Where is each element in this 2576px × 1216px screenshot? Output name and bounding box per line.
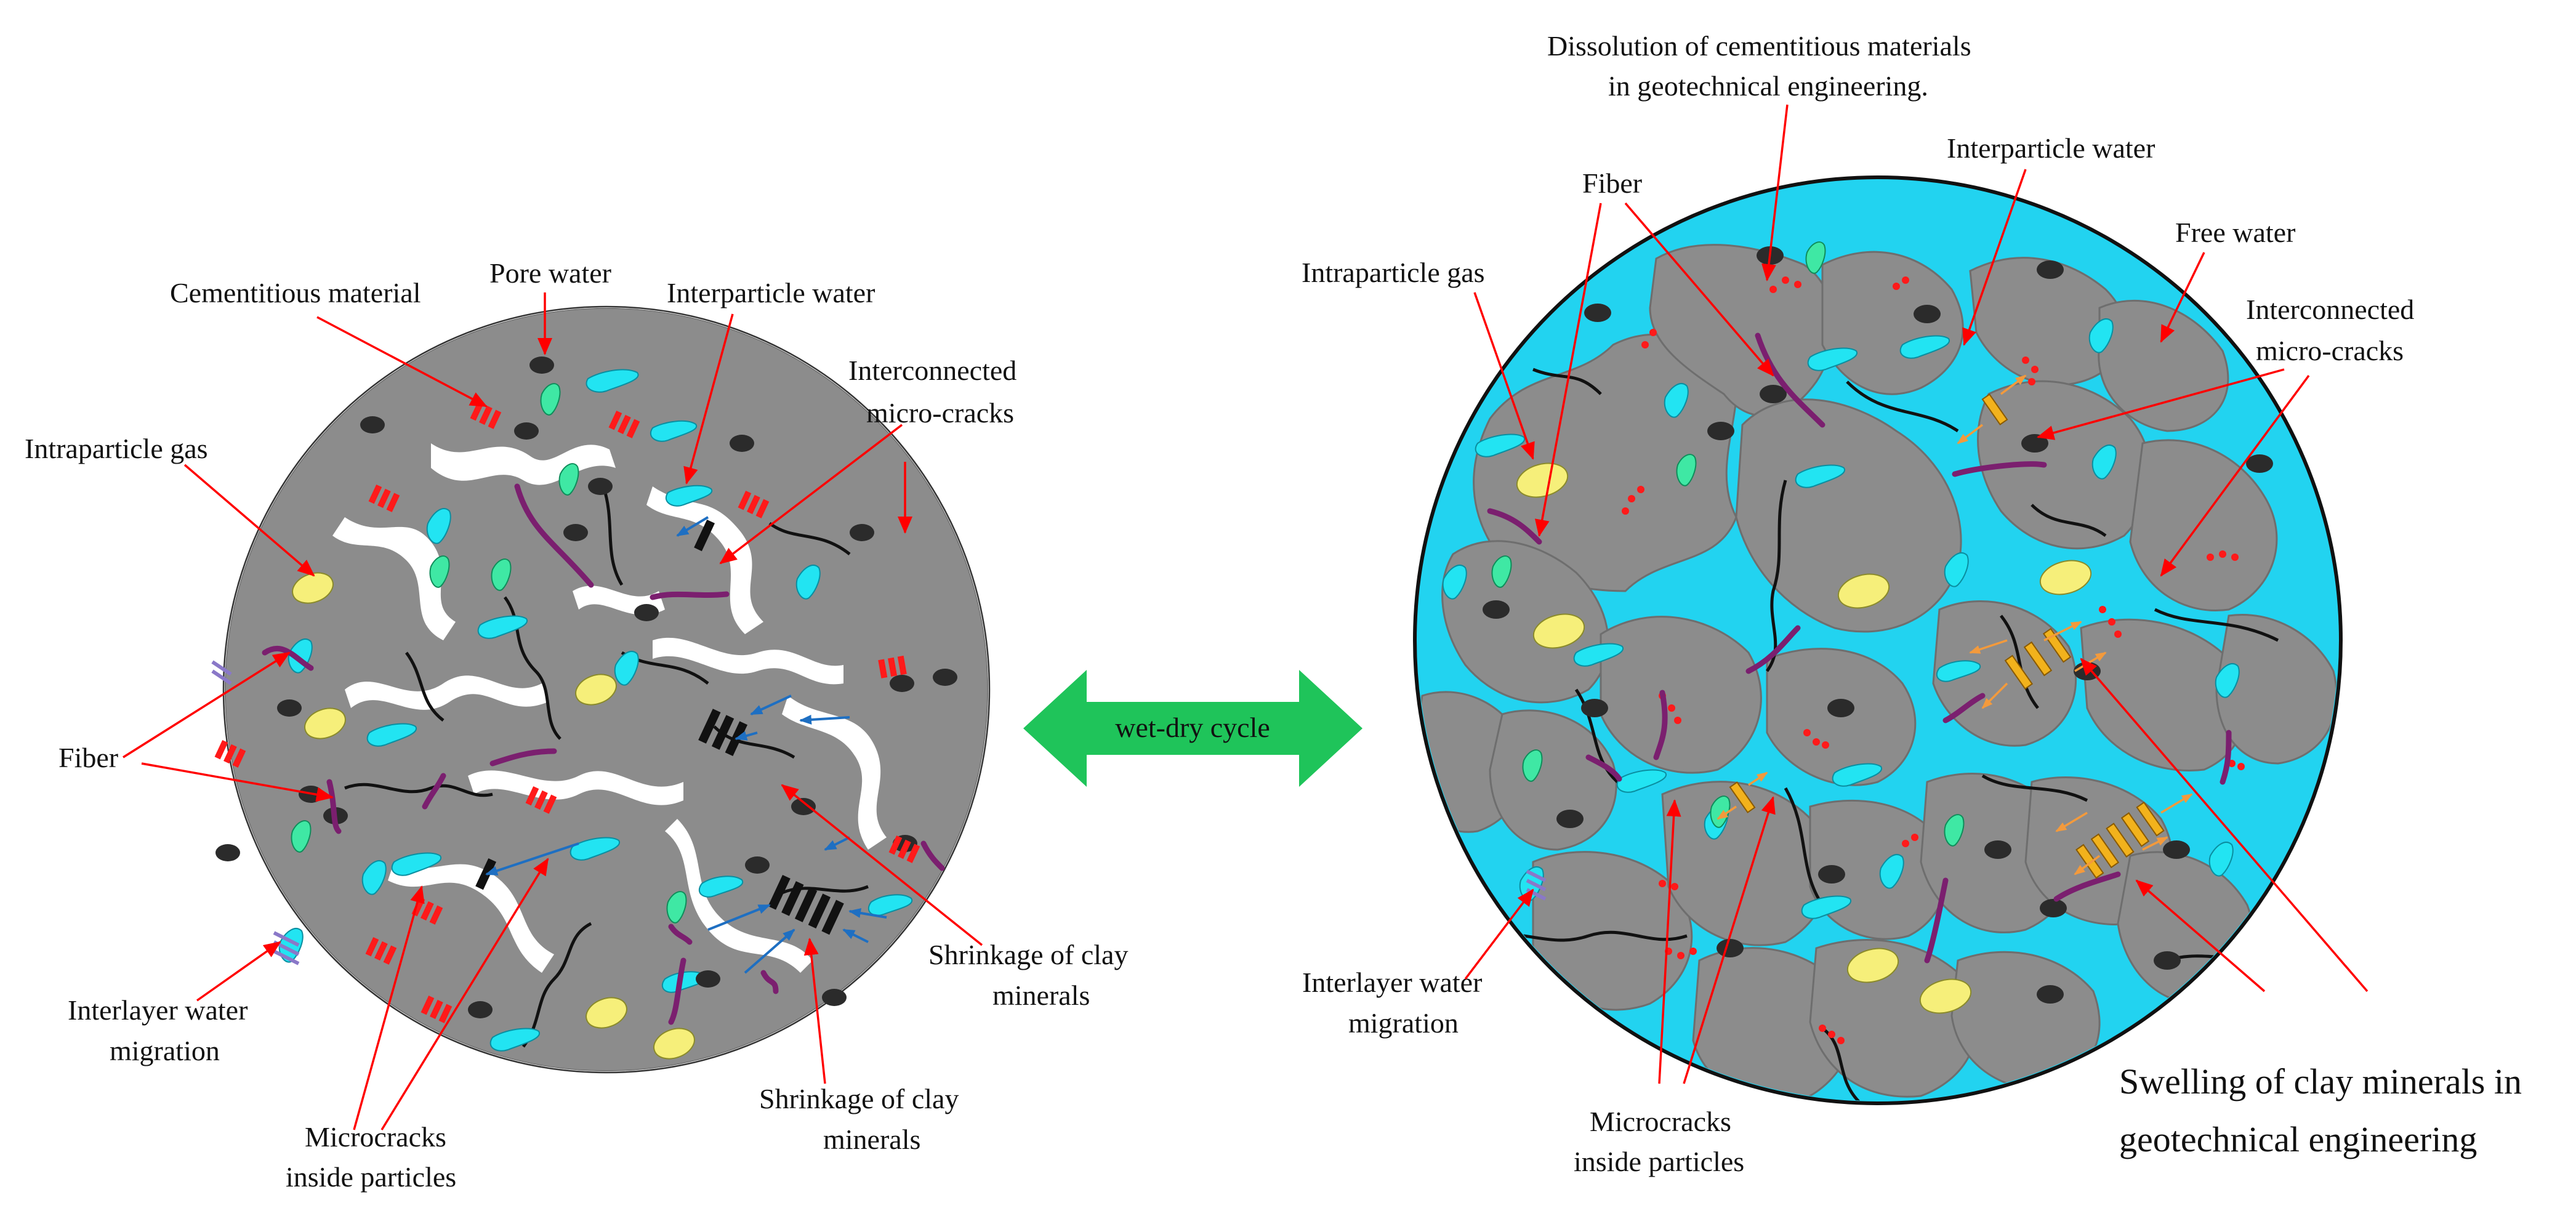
label-shrinkage-b-1: Shrinkage of clay: [759, 1083, 959, 1114]
label-interconnected-1: Interconnected: [848, 355, 1016, 386]
cycle-label: wet-dry cycle: [1115, 712, 1270, 743]
gas-bubble: [586, 997, 627, 1029]
label-interparticle-water-right: Interparticle water: [1947, 132, 2155, 164]
label-interlayer-1: Interlayer water: [68, 994, 248, 1026]
pore-water-blobs: [1491, 241, 1965, 847]
left-dry-sample: [211, 305, 991, 1074]
label-microcracks-2: inside particles: [286, 1161, 456, 1193]
label-fiber-right: Fiber: [1582, 167, 1642, 199]
label-dissolution-1: Dissolution of cementitious materials: [1547, 30, 1971, 62]
label-free-water: Free water: [2175, 217, 2295, 248]
cementitious-bonds: [214, 401, 920, 1023]
right-labels: Dissolution of cementitious materials in…: [1302, 30, 2522, 1177]
wet-dry-cycle-arrow: wet-dry cycle: [1023, 670, 1362, 787]
gas-bubble: [1532, 613, 1585, 649]
label-swelling-2: geotechnical engineering: [2119, 1119, 2477, 1159]
label-shrinkage-b-2: minerals: [823, 1124, 920, 1155]
gas-bubble: [304, 707, 346, 739]
label-interlayer-2: migration: [110, 1035, 220, 1066]
dissolved-cement-dots: [1622, 276, 2245, 1044]
label-microcracks-1: Microcracks: [305, 1121, 446, 1153]
gas-bubble: [1846, 948, 1899, 983]
label-interconnected-right-2: micro-cracks: [2256, 335, 2404, 366]
right-wet-sample: [1413, 175, 2343, 1105]
label-microcracks-right-1: Microcracks: [1590, 1106, 1731, 1137]
water-migration-arrows: [485, 516, 887, 974]
label-swelling-1: Swelling of clay minerals in: [2119, 1061, 2522, 1101]
label-interlayer-right-2: migration: [1348, 1007, 1459, 1039]
label-interparticle-water: Interparticle water: [667, 277, 875, 308]
left-labels: Cementitious material Pore water Interpa…: [25, 257, 1128, 1193]
right-label-arrows: [1464, 104, 2369, 1084]
label-dissolution-2: in geotechnical engineering.: [1608, 70, 1928, 102]
label-shrinkage-a-2: minerals: [992, 980, 1090, 1011]
label-interconnected-2: micro-cracks: [866, 397, 1014, 429]
label-fiber: Fiber: [58, 742, 118, 773]
gas-bubble: [653, 1028, 695, 1060]
clay-shrinkage-bars: [475, 519, 844, 935]
gas-bubble: [575, 674, 617, 706]
left-label-arrows: [123, 292, 983, 1130]
gas-bubble: [1837, 573, 1890, 609]
label-interconnected-right-1: Interconnected: [2246, 294, 2414, 325]
label-microcracks-right-2: inside particles: [1574, 1146, 1744, 1177]
intraparticle-water-blobs: [278, 369, 913, 1052]
intraparticle-water-blobs: [1442, 318, 2240, 919]
label-cementitious-material: Cementitious material: [170, 277, 421, 308]
gas-bubble: [2039, 560, 2092, 595]
cycle-double-arrow: [1023, 670, 1362, 787]
gas-bubble: [1919, 978, 1972, 1014]
label-interlayer-right-1: Interlayer water: [1302, 967, 1482, 998]
label-intraparticle-gas-right: Intraparticle gas: [1302, 257, 1485, 288]
label-intraparticle-gas: Intraparticle gas: [25, 433, 208, 464]
label-shrinkage-a-1: Shrinkage of clay: [928, 939, 1128, 970]
pore-water-blobs: [291, 383, 687, 924]
fibers: [1487, 332, 2232, 964]
label-pore-water: Pore water: [489, 257, 611, 289]
